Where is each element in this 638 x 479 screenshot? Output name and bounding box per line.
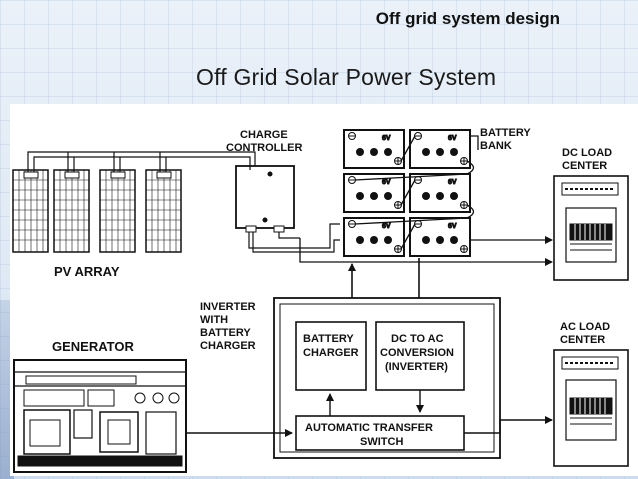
controller-to-battery-wiring [248, 223, 340, 253]
generator [13, 359, 187, 473]
battery-voltage: 6V [382, 223, 391, 230]
inverter-group-label-line3: BATTERY [200, 327, 251, 339]
dc-to-ac-label-line3: (INVERTER) [385, 361, 448, 373]
battery-voltage: 6V [382, 135, 391, 142]
dc-load-center-label-line2: CENTER [562, 160, 607, 172]
solar-panel [53, 169, 90, 253]
dc-to-ac-label-line2: CONVERSION [380, 347, 454, 359]
ac-load-center-label-line2: CENTER [560, 334, 605, 346]
dc-to-ac-label-line1: DC TO AC [391, 333, 444, 345]
battery-voltage: 6V [448, 179, 457, 186]
dc-to-ac-box [375, 321, 465, 391]
charge-controller-label-line2: CONTROLLER [226, 142, 302, 154]
controller-to-dc-load-wiring [278, 232, 300, 239]
battery: 6V [409, 217, 471, 257]
battery-charger-label-line1: BATTERY [303, 333, 354, 345]
pv-array-label: PV ARRAY [54, 264, 120, 279]
battery: 6V [343, 129, 405, 169]
slide-title: Off grid system design [375, 9, 560, 28]
inverter-group-label-line2: WITH [200, 314, 228, 326]
solar-panel [145, 169, 182, 253]
charge-controller [235, 165, 295, 233]
battery-charger-label-line2: CHARGER [303, 347, 359, 359]
dc-load-center-label-line1: DC LOAD [562, 147, 612, 159]
inverter-group-label-line1: INVERTER [200, 301, 256, 313]
ac-load-center [553, 349, 629, 467]
battery: 6V [409, 129, 471, 169]
battery: 6V [409, 173, 471, 213]
battery-charger-box [295, 321, 367, 391]
battery-bank-label-line2: BANK [480, 140, 512, 152]
generator-label: GENERATOR [52, 339, 134, 354]
transfer-switch-label-line2: SWITCH [360, 436, 403, 448]
solar-panel [99, 169, 136, 253]
battery-interconnects [354, 135, 479, 250]
battery: 6V [343, 173, 405, 213]
pv-wiring [27, 151, 256, 172]
transfer-switch-box [295, 415, 465, 451]
controller-to-dc-load-arrow [299, 238, 553, 266]
inverter-group-label-line4: CHARGER [200, 340, 256, 352]
switch-to-ac-load-arrow [464, 416, 553, 434]
battery: 6V [343, 217, 405, 257]
ac-load-center-label-line1: AC LOAD [560, 321, 610, 333]
charge-controller-label-line1: CHARGE [240, 129, 288, 141]
battery-bank: 6V 6V 6V 6V 6V [343, 129, 471, 257]
slide-subtitle: Off Grid Solar Power System [196, 64, 497, 90]
battery-voltage: 6V [448, 223, 457, 230]
battery-bank-label-line1: BATTERY [480, 127, 531, 139]
solar-panel [12, 169, 49, 253]
pv-array [12, 169, 182, 253]
battery-voltage: 6V [382, 179, 391, 186]
transfer-switch-label-line1: AUTOMATIC TRANSFER [305, 422, 433, 434]
battery-voltage: 6V [448, 135, 457, 142]
dc-load-center [553, 175, 629, 281]
